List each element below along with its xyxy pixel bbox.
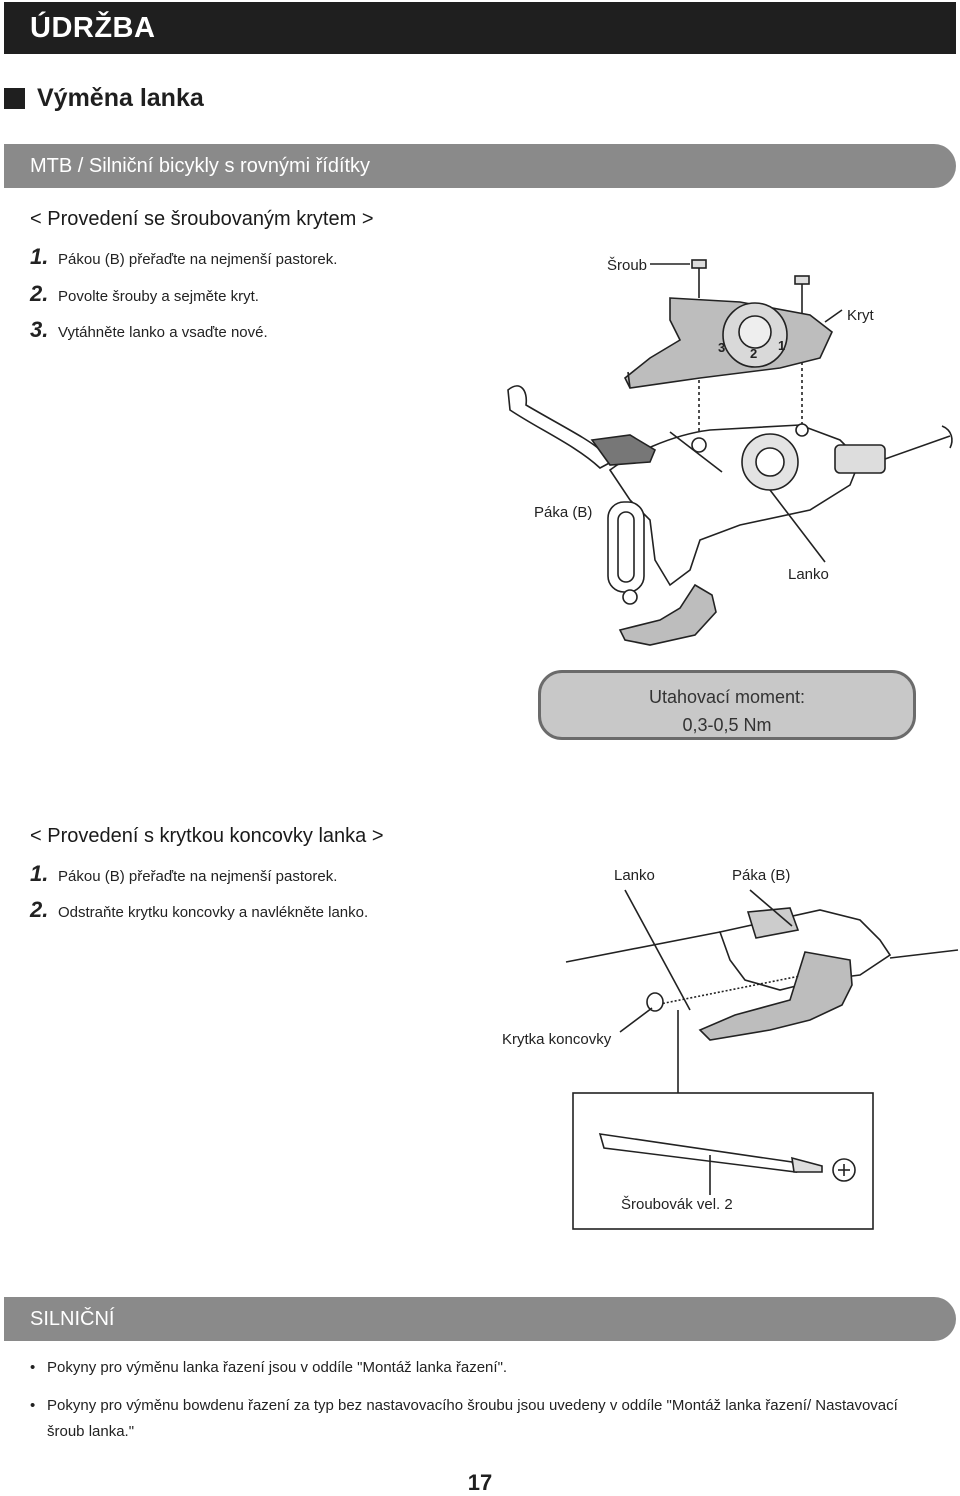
step-text: Odstraňte krytku koncovky a navlékněte l…: [58, 904, 369, 921]
label-cover: Kryt: [847, 307, 874, 324]
block1-heading: < Provedení se šroubovaným krytem >: [30, 208, 374, 230]
torque-line-2: 0,3-0,5 Nm: [682, 715, 772, 735]
step-text: Vytáhněte lanko a vsaďte nové.: [58, 324, 268, 341]
step-number: 2.: [30, 897, 49, 922]
label-screw: Šroub: [607, 257, 648, 274]
label-cable: Lanko: [788, 566, 829, 583]
bullet-icon: •: [30, 1359, 36, 1376]
page-number: 17: [467, 1470, 493, 1495]
dial-number-1: 1: [778, 338, 785, 353]
block1-step-3: 3. Vytáhněte lanko a vsaďte nové.: [30, 317, 268, 343]
note-text: Pokyny pro výměnu bowdenu řazení za typ …: [47, 1397, 898, 1440]
torque-spec-box: Utahovací moment: 0,3-0,5 Nm: [538, 670, 916, 740]
step-text: Povolte šrouby a sejměte kryt.: [58, 288, 259, 305]
block2-heading: < Provedení s krytkou koncovky lanka >: [30, 825, 384, 847]
note-text: Pokyny pro výměnu lanka řazení jsou v od…: [47, 1359, 508, 1376]
step-number: 1.: [30, 861, 49, 886]
dial-number-3: 3: [718, 340, 725, 355]
label-cable-2: Lanko: [614, 867, 655, 884]
step-number: 3.: [30, 317, 49, 342]
torque-line-1: Utahovací moment:: [648, 687, 806, 707]
block1-step-1: 1. Pákou (B) přeřaďte na nejmenší pastor…: [30, 244, 337, 270]
step-number: 1.: [30, 244, 49, 269]
end-cap-illustration: [565, 889, 959, 1230]
block2-step-1: 1. Pákou (B) přeřaďte na nejmenší pastor…: [30, 861, 337, 887]
note-item-2: • Pokyny pro výměnu bowdenu řazení za ty…: [30, 1393, 900, 1445]
block2-step-2: 2. Odstraňte krytku koncovky a navléknět…: [30, 897, 368, 923]
category-band-road: SILNIČNÍ: [4, 1297, 956, 1341]
step-text: Pákou (B) přeřaďte na nejmenší pastorek.: [58, 868, 338, 885]
section-square-icon: [4, 87, 25, 109]
label-end-cap: Krytka koncovky: [502, 1031, 612, 1048]
label-lever-b: Páka (B): [534, 504, 593, 521]
section-title-text: Výměna lanka: [37, 83, 204, 112]
section-title: Výměna lanka: [4, 80, 204, 116]
dial-number-2: 2: [750, 346, 757, 361]
label-lever-b-2: Páka (B): [732, 867, 791, 884]
label-screwdriver: Šroubovák vel. 2: [621, 1196, 733, 1213]
page-header: ÚDRŽBA: [4, 2, 956, 54]
bullet-icon: •: [30, 1397, 36, 1414]
note-item-1: • Pokyny pro výměnu lanka řazení jsou v …: [30, 1359, 930, 1376]
block1-step-2: 2. Povolte šrouby a sejměte kryt.: [30, 281, 259, 307]
category-band-mtb: MTB / Silniční bicykly s rovnými řídítky: [4, 144, 956, 188]
step-number: 2.: [30, 281, 49, 306]
step-text: Pákou (B) přeřaďte na nejmenší pastorek.: [58, 251, 338, 268]
shifter-cover-illustration: 3 2 1: [507, 259, 953, 646]
